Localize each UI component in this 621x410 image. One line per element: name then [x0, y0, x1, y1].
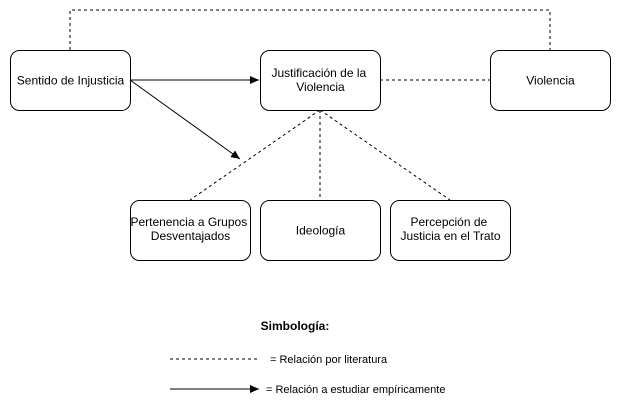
- node-violencia-label: Violencia: [526, 74, 575, 88]
- edge-sentido-violencia-literature: [69, 9, 551, 50]
- node-ideologia: Ideología: [260, 200, 381, 261]
- edge-justificacion-percepcion-literature: [319, 109, 451, 201]
- node-justificacion-line-1: Justificación de la: [271, 66, 366, 80]
- node-justificacion-line-2: Violencia: [296, 80, 345, 94]
- legend-dashed-label: = Relación por literatura: [270, 354, 388, 366]
- node-pertenencia-line-1: Pertenencia a Grupos: [130, 215, 247, 229]
- node-justificacion-label: Justificación de la Violencia: [271, 66, 369, 94]
- node-pertenencia-a-grupos-desventajados: Pertenencia a Grupos Desventajados: [130, 200, 251, 261]
- node-percepcion-label: Percepción de Justicia en el Trato: [400, 215, 500, 243]
- edge-justificacion-pertenencia-literature: [189, 109, 321, 201]
- node-percepcion-line-2: Justicia en el Trato: [400, 229, 500, 243]
- node-percepcion-line-1: Percepción de: [410, 215, 487, 229]
- node-justificacion-de-la-violencia: Justificación de la Violencia: [260, 50, 381, 111]
- legend-solid-label: = Relación a estudiar empíricamente: [266, 384, 445, 396]
- legend-title: Simbología:: [261, 319, 330, 333]
- node-sentido-label: Sentido de Injusticia: [17, 74, 125, 88]
- node-pertenencia-line-2: Desventajados: [151, 229, 230, 243]
- node-pertenencia-label: Pertenencia a Grupos Desventajados: [130, 215, 250, 243]
- edges: [69, 9, 551, 201]
- legend: Simbología: = Relación por literatura = …: [170, 319, 445, 396]
- node-ideologia-label: Ideología: [296, 224, 346, 238]
- node-percepcion-de-justicia-en-el-trato: Percepción de Justicia en el Trato: [390, 200, 511, 261]
- edge-sentido-pertenencia-empirical: [129, 79, 241, 160]
- node-sentido-de-injusticia: Sentido de Injusticia: [10, 50, 131, 111]
- node-violencia: Violencia: [490, 50, 611, 111]
